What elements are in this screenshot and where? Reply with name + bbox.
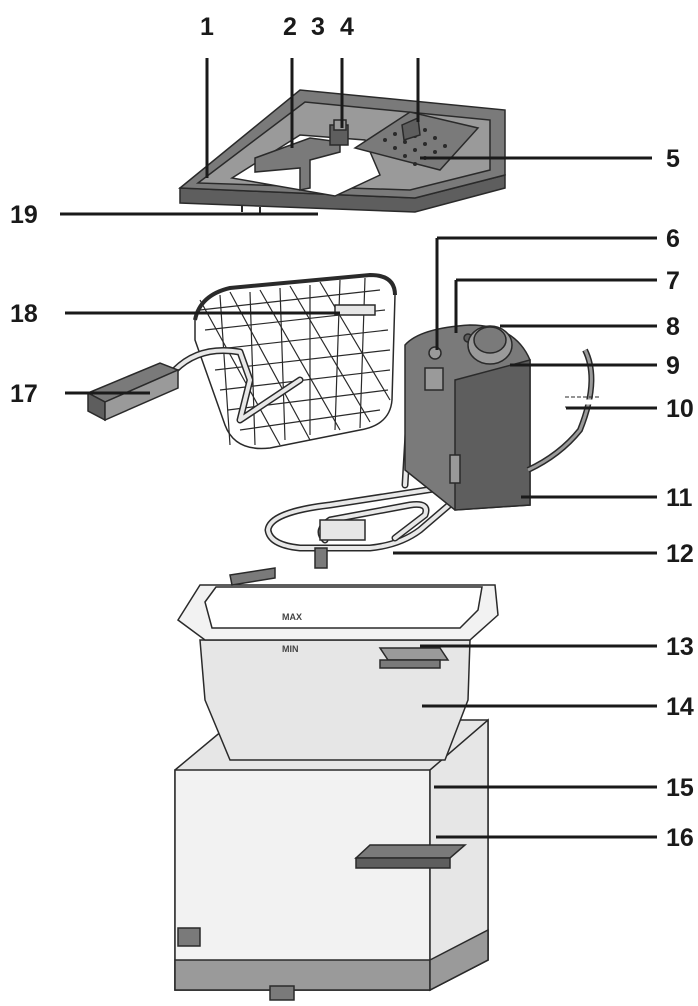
callout-6: 6 xyxy=(666,225,680,253)
callout-3: 3 xyxy=(311,13,325,41)
callout-7: 7 xyxy=(666,267,680,295)
min-mark: MIN xyxy=(282,644,299,654)
callout-12: 12 xyxy=(666,540,694,568)
callout-labels: 1 2 3 4 5 6 7 8 9 10 11 12 13 14 15 16 1… xyxy=(10,13,694,852)
power-cord xyxy=(526,348,600,473)
control-unit xyxy=(404,324,531,511)
callout-9: 9 xyxy=(666,352,680,380)
callout-11: 11 xyxy=(666,484,693,512)
frying-basket xyxy=(171,272,397,450)
callout-18: 18 xyxy=(10,300,38,328)
callout-14: 14 xyxy=(666,693,694,721)
fryer-lid xyxy=(177,89,506,213)
indicator-light xyxy=(428,346,442,360)
callout-19: 19 xyxy=(10,201,38,229)
callout-17: 17 xyxy=(10,380,38,408)
callout-15: 15 xyxy=(666,774,694,802)
callout-8: 8 xyxy=(666,313,680,341)
fryer-housing xyxy=(174,718,489,1001)
oil-bowl: MAX MIN xyxy=(176,567,499,761)
callout-2: 2 xyxy=(283,13,297,41)
callout-10: 10 xyxy=(666,395,694,423)
max-mark: MAX xyxy=(282,612,302,622)
callout-1: 1 xyxy=(200,13,214,41)
housing-handle xyxy=(354,844,468,869)
callout-13: 13 xyxy=(666,633,694,661)
callout-5: 5 xyxy=(666,145,680,173)
callout-16: 16 xyxy=(666,824,694,852)
callout-4: 4 xyxy=(340,13,354,41)
leader-lines xyxy=(60,58,657,839)
